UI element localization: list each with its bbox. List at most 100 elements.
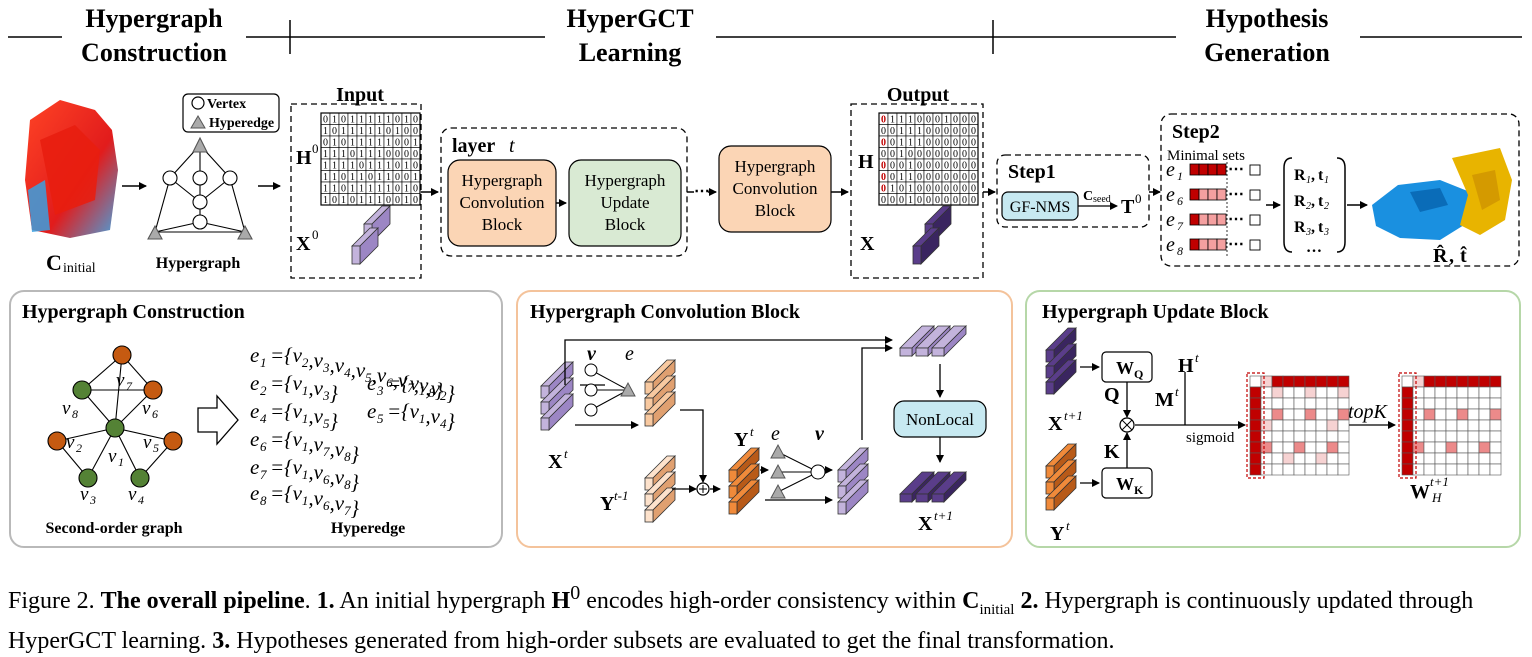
heatmap-cell	[1337, 419, 1350, 432]
hyperedge-sub: 3	[376, 383, 384, 398]
matrix-cell: 1	[323, 172, 328, 183]
matrix-cell: 0	[404, 172, 409, 183]
matrix-cell: 0	[386, 149, 391, 160]
heatmap-cell	[1434, 441, 1447, 454]
matrix-cell: 1	[359, 184, 364, 195]
hyp-r-sub: 1	[1306, 175, 1311, 186]
matrix-cell: 1	[368, 126, 373, 137]
heatmap-cell	[1271, 397, 1284, 410]
matrix-cell: 0	[341, 184, 346, 195]
heatmap-cell	[1412, 386, 1425, 399]
hyperedge-set: ={v1,v2}	[387, 371, 455, 405]
heatmap-cell	[1423, 441, 1436, 454]
pipeline-diagram: Hypergraph Construction HyperGCT Learnin…	[8, 4, 1522, 548]
heatmap-cell	[1249, 463, 1262, 476]
caption-title: The overall pipeline	[100, 588, 305, 614]
matrix-cell: 1	[404, 115, 409, 126]
step1-box	[996, 154, 1150, 228]
heatmap-cell	[1326, 397, 1339, 410]
matrix-cell: 0	[926, 138, 931, 149]
mt-label: M	[1155, 389, 1174, 411]
header-construction-line1: Hypergraph	[85, 4, 223, 33]
conv-block-line2: Convolution	[459, 193, 545, 212]
matrix-cell: 0	[881, 161, 886, 172]
feature-cube	[1045, 359, 1077, 395]
wk-sub: K	[1134, 483, 1144, 497]
update-block	[568, 159, 682, 247]
matrix-cell: 0	[413, 184, 418, 195]
c-seed-main: C	[1083, 189, 1093, 204]
update-block-line2: Update	[600, 193, 649, 212]
heatmap-cell	[1260, 419, 1273, 432]
heatmap-cell	[1489, 463, 1502, 476]
heatmap-cell	[1249, 452, 1262, 465]
heatmap-cell	[1445, 452, 1458, 465]
heatmap-cell	[1293, 430, 1306, 443]
matrix-cell: 1	[359, 172, 364, 183]
conv-block-line1: Hypergraph	[462, 171, 543, 190]
matrix-cell: 0	[926, 184, 931, 195]
heatmap-cell	[1478, 419, 1491, 432]
heatmap-cell	[1434, 408, 1447, 421]
minimal-set-ellipsis: ⋯	[1228, 186, 1244, 203]
node-label-v: v	[66, 432, 75, 453]
update-feature-cubes	[1045, 327, 1077, 511]
heatmap-cell	[1467, 397, 1480, 410]
matrix-cell: 1	[908, 138, 913, 149]
heatmap-cell	[1337, 375, 1350, 388]
heatmap-cell	[1271, 408, 1284, 421]
conv-yt1-label: Y	[600, 493, 615, 515]
heatmap-cell	[1423, 397, 1436, 410]
hyperedge-e: e	[367, 399, 376, 423]
matrix-cell: 0	[944, 126, 949, 137]
convolution-arrows	[564, 336, 944, 504]
matrix-cell: 1	[368, 115, 373, 126]
node-label-sub: 8	[72, 407, 78, 421]
heatmap-cell	[1412, 375, 1425, 388]
heatmap-cell	[1304, 430, 1317, 443]
heatmap-cell	[1478, 463, 1491, 476]
matrix-cell: 0	[926, 149, 931, 160]
matrix-cell: 0	[395, 184, 400, 195]
matrix-cell: 0	[341, 138, 346, 149]
caption-p1-b: encodes high-order consistency within	[586, 588, 957, 614]
caption-p1-h: H	[551, 588, 571, 614]
heatmap-cell	[1412, 397, 1425, 410]
heatmap-cell	[1412, 452, 1425, 465]
wh-label: W	[1410, 481, 1430, 503]
heatmap-cell	[1282, 375, 1295, 388]
matrix-cell: 0	[962, 195, 967, 206]
heatmap-cell	[1326, 441, 1339, 454]
matrix-cell: 0	[944, 172, 949, 183]
heatmap-cell	[1304, 375, 1317, 388]
matrix-cell: 1	[908, 172, 913, 183]
hyp-t: t	[1318, 167, 1324, 184]
matrix-cell: 1	[341, 195, 346, 206]
matrix-cell: 0	[413, 115, 418, 126]
conv-xt-label: X	[548, 451, 563, 473]
matrix-cell: 1	[368, 184, 373, 195]
t0-sup: 0	[1135, 191, 1142, 206]
node-label-sub: 6	[152, 407, 158, 421]
heatmap-cell	[1467, 430, 1480, 443]
matrix-cell: 0	[350, 195, 355, 206]
conv-xt-sup: t	[564, 446, 568, 461]
minimal-set-ellipsis: ⋯	[1228, 211, 1244, 228]
heatmap-cell	[1315, 441, 1328, 454]
hyperedge-label: Hyperedge	[331, 520, 405, 537]
matrix-cell: 0	[935, 161, 940, 172]
matrix-cell: 1	[350, 172, 355, 183]
matrix-cell: 0	[341, 115, 346, 126]
heatmap-cell	[1326, 430, 1339, 443]
conv-e2-label: e	[771, 423, 780, 445]
matrix-cell: 0	[953, 195, 958, 206]
heatmap-highlight-column	[1398, 372, 1417, 479]
matrix-cell: 1	[332, 161, 337, 172]
